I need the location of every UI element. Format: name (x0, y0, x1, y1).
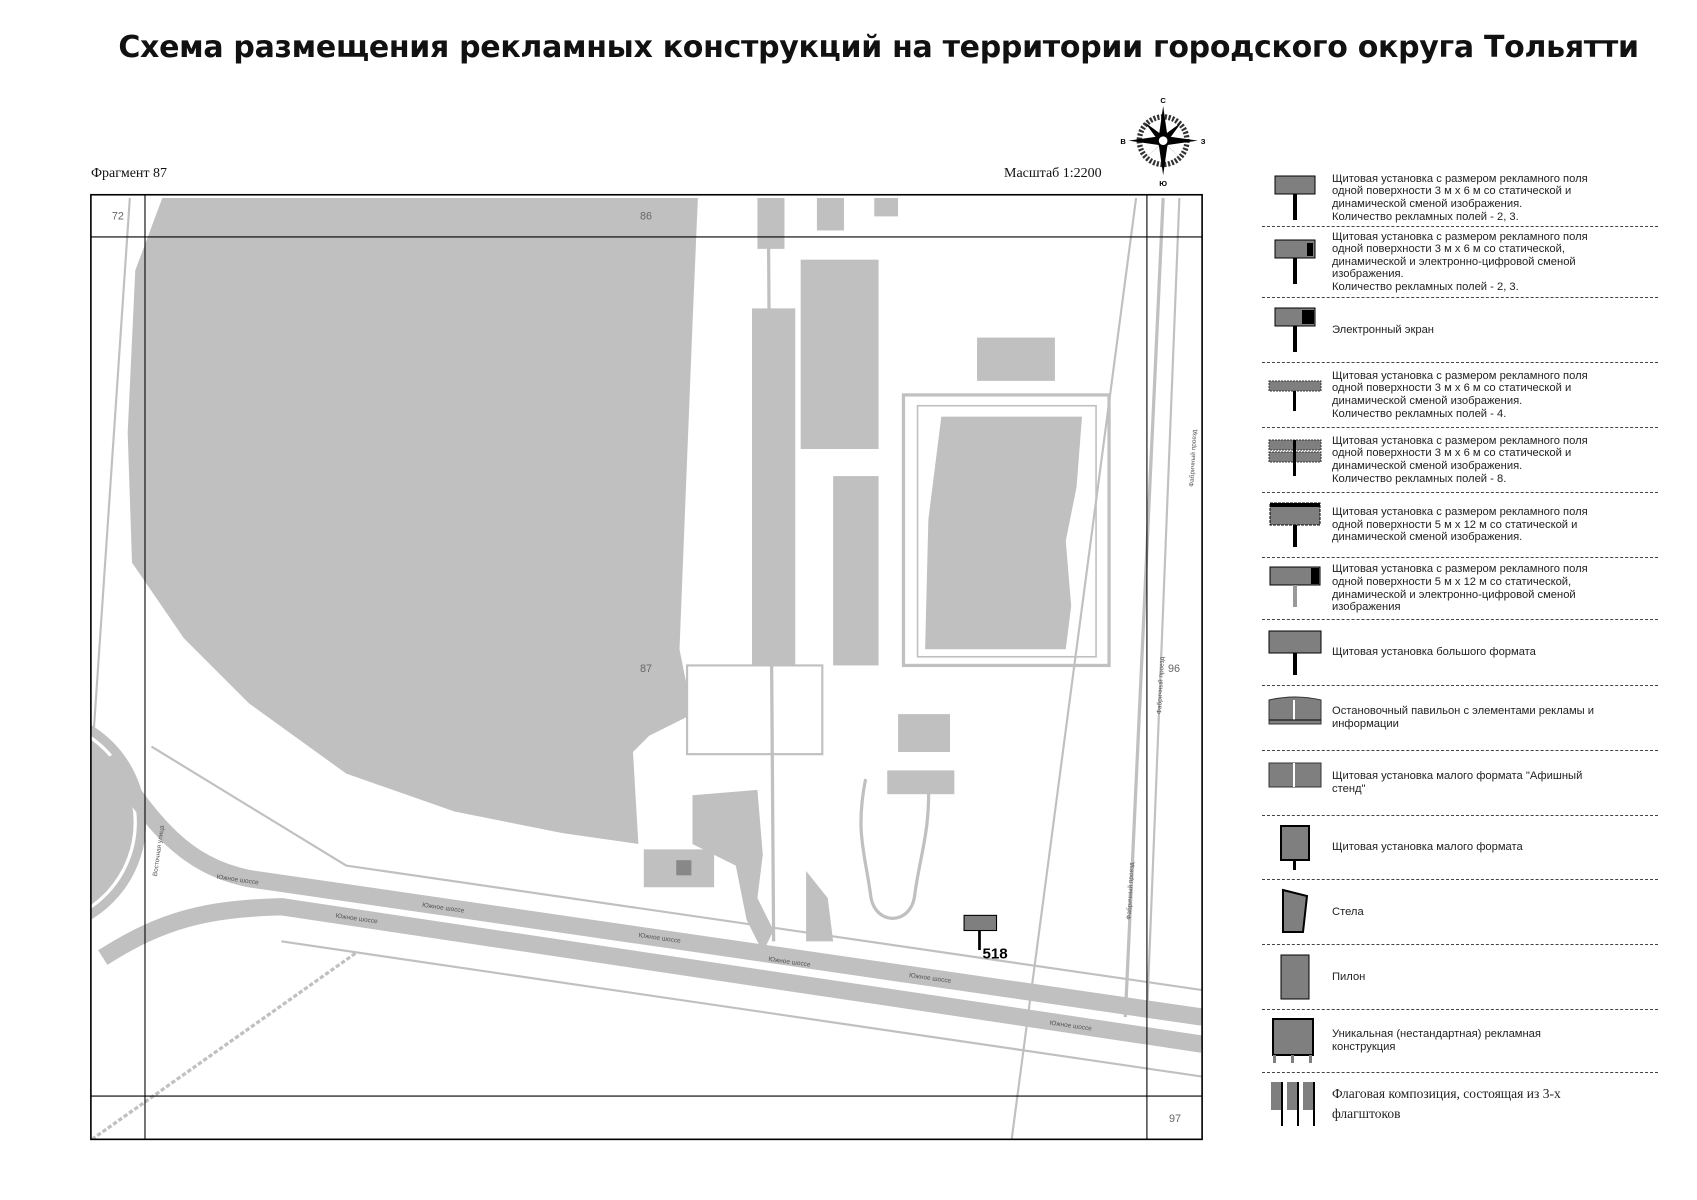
billboard-large-icon (1268, 630, 1322, 675)
poster-stand-icon (1268, 762, 1322, 788)
billboard-8-icon (1268, 439, 1322, 476)
billboard-5x12-digital-icon (1269, 566, 1321, 607)
legend-icon (1262, 953, 1328, 1001)
pylon-icon (1280, 954, 1310, 1000)
legend-item-poster-stand: Щитовая установка малого формата "Афишны… (1262, 751, 1658, 816)
legend-text: Щитовая установка малого формата (1332, 841, 1523, 854)
billboard-marker-518[interactable]: 518 (963, 914, 1008, 963)
compass-south: Ю (1159, 179, 1167, 188)
sheet-number-87: 87 (640, 663, 652, 675)
legend-text: Щитовая установка с размером рекламного … (1332, 434, 1588, 485)
legend-item-billboard-large: Щитовая установка большого формата (1262, 620, 1658, 686)
building (800, 259, 879, 450)
legend-text: Электронный экран (1332, 323, 1434, 336)
legend-icon (1262, 1080, 1328, 1128)
road-label: Фабричный проезд (1155, 656, 1166, 714)
road-label: Фабричный проезд (1187, 429, 1198, 487)
billboard-digital-icon (1274, 239, 1316, 284)
road-south-highway-south (98, 898, 1203, 1053)
flags-icon (1271, 1082, 1315, 1126)
billboard-icon (963, 914, 998, 932)
legend-text: Щитовая установка с размером рекламного … (1332, 172, 1588, 223)
legend-icon (1262, 629, 1328, 677)
legend-icon (1262, 565, 1328, 613)
legend-item-screen: Электронный экран (1262, 298, 1658, 363)
page-title: Схема размещения рекламных конструкций н… (118, 30, 1639, 65)
map-content: Южное шоссе Южное шоссе Южное шоссе Южно… (90, 197, 1203, 1140)
legend-icon (1262, 888, 1328, 936)
territory-area (127, 198, 698, 844)
billboard-icon (1274, 175, 1316, 220)
compass-rose-icon: С Ю В З (1120, 96, 1205, 188)
legend-text: Флаговая композиция, состоящая из 3-х фл… (1332, 1086, 1561, 1121)
compass-north: С (1160, 96, 1166, 105)
legend-text: Щитовая установка малого формата "Афишны… (1332, 770, 1583, 795)
sheet-number-96: 96 (1168, 663, 1180, 675)
screen-icon (1274, 307, 1316, 352)
legend-icon (1262, 174, 1328, 222)
legend-text: Щитовая установка с размером рекламного … (1332, 563, 1588, 614)
legend-item-billboard-4: Щитовая установка с размером рекламного … (1262, 363, 1658, 428)
legend: Щитовая установка с размером рекламного … (1262, 170, 1658, 1135)
unique-icon (1272, 1018, 1314, 1063)
legend-item-unique: Уникальная (нестандартная) рекламная кон… (1262, 1010, 1658, 1073)
legend-icon (1262, 371, 1328, 419)
legend-item-billboard-5x12: Щитовая установка с размером рекламного … (1262, 493, 1658, 558)
sheet-number-97: 97 (1169, 1113, 1181, 1125)
legend-text: Щитовая установка с размером рекламного … (1332, 369, 1588, 420)
sheet-number-72: 72 (112, 211, 124, 223)
small-billboard-icon (1280, 824, 1310, 870)
billboard-4-icon (1268, 380, 1322, 411)
legend-icon (1262, 436, 1328, 484)
legend-text: Стела (1332, 905, 1364, 918)
legend-icon (1262, 759, 1328, 807)
legend-item-pylon: Пилон (1262, 945, 1658, 1010)
legend-item-flags: Флаговая композиция, состоящая из 3-х фл… (1262, 1073, 1658, 1135)
building (977, 337, 1055, 381)
legend-icon (1262, 824, 1328, 872)
legend-text: Щитовая установка большого формата (1332, 646, 1536, 659)
bus-stop-icon (1268, 696, 1322, 725)
legend-item-billboard-digital: Щитовая установка с размером рекламного … (1262, 227, 1658, 298)
road-label: Фабричный проезд (1125, 862, 1136, 920)
legend-item-bus-stop: Остановочный павильон с элементами рекла… (1262, 686, 1658, 751)
building (751, 308, 796, 666)
compass-east: З (1201, 137, 1206, 146)
legend-item-stele: Стела (1262, 880, 1658, 945)
sheet-number-86: 86 (640, 211, 652, 223)
legend-icon (1262, 306, 1328, 354)
legend-text: Пилон (1332, 970, 1366, 983)
legend-item-small-billboard: Щитовая установка малого формата (1262, 816, 1658, 880)
legend-item-billboard-5x12-digital: Щитовая установка с размером рекламного … (1262, 558, 1658, 620)
billboard-5x12-icon (1269, 502, 1321, 547)
legend-icon (1262, 238, 1328, 286)
stele-icon (1282, 888, 1309, 933)
legend-item-billboard-8: Щитовая установка с размером рекламного … (1262, 428, 1658, 493)
map-frame (90, 193, 1203, 1141)
dark-area (692, 789, 774, 953)
legend-text: Щитовая установка с размером рекламного … (1332, 230, 1588, 293)
legend-icon (1262, 1017, 1328, 1065)
legend-text: Щитовая установка с размером рекламного … (1332, 506, 1588, 544)
fragment-label: Фрагмент 87 (91, 166, 168, 181)
road-south-highway-north (100, 752, 1203, 1026)
building (833, 476, 879, 666)
legend-text: Уникальная (нестандартная) рекламная кон… (1332, 1028, 1541, 1053)
legend-icon (1262, 694, 1328, 742)
legend-text: Остановочный павильон с элементами рекла… (1332, 705, 1595, 730)
compass-west: В (1120, 137, 1126, 146)
billboard-number: 518 (982, 946, 1007, 963)
legend-icon (1262, 501, 1328, 549)
scale-label: Масштаб 1:2200 (1004, 166, 1102, 181)
building (925, 416, 1082, 650)
legend-item-billboard: Щитовая установка с размером рекламного … (1262, 170, 1658, 227)
